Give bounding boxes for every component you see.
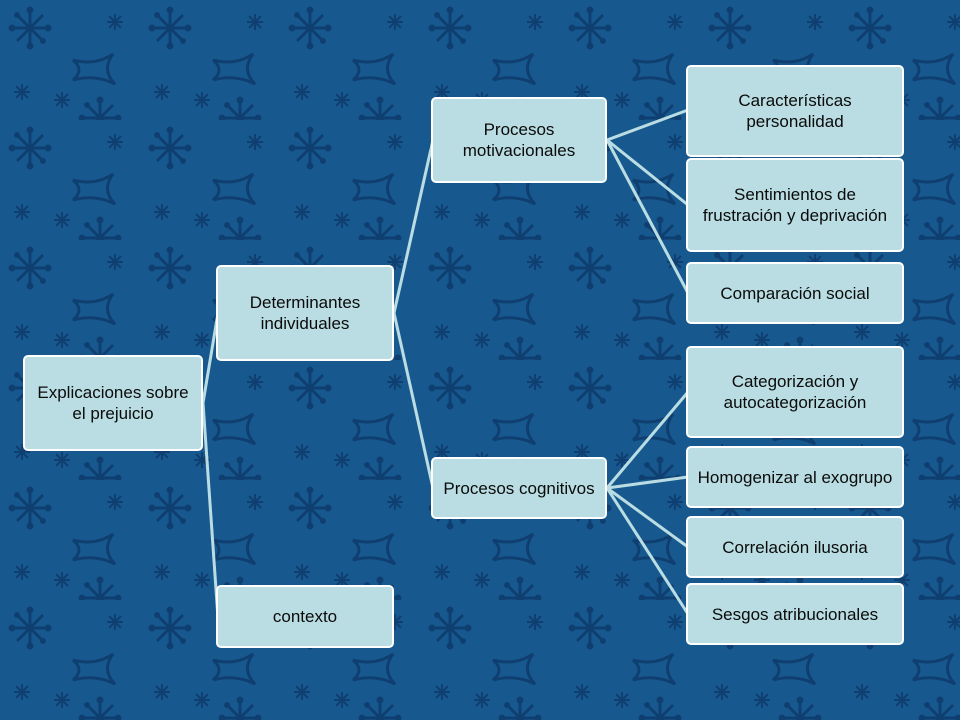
- node-frustration-label: Sentimientos de frustración y deprivació…: [702, 185, 888, 225]
- connector-motivational-leaf1: [605, 108, 690, 142]
- node-motivational-processes: Procesos motivacionales: [431, 97, 607, 183]
- node-personality-label: Características personalidad: [738, 91, 852, 131]
- node-social-comparison: Comparación social: [686, 262, 904, 324]
- connector-cognitive-leaf2: [605, 475, 690, 490]
- node-individual-determinants: Determinantes individuales: [216, 265, 394, 361]
- node-cognitive-label: Procesos cognitivos: [443, 478, 595, 498]
- node-root-label: Explicaciones sobre el prejuicio: [37, 383, 189, 423]
- node-homogenize-label: Homogenizar al exogrupo: [697, 467, 893, 487]
- node-root: Explicaciones sobre el prejuicio: [23, 355, 203, 451]
- node-social-comparison-label: Comparación social: [720, 283, 870, 303]
- node-illusory-correlation: Correlación ilusoria: [686, 516, 904, 578]
- node-personality-traits: Características personalidad: [686, 65, 904, 157]
- node-frustration-feelings: Sentimientos de frustración y deprivació…: [686, 158, 904, 252]
- node-cognitive-processes: Procesos cognitivos: [431, 457, 607, 519]
- node-motivational-label: Procesos motivacionales: [462, 120, 576, 160]
- node-attributional-label: Sesgos atribucionales: [711, 604, 879, 624]
- node-categorization-label: Categorización y autocategorización: [723, 372, 867, 412]
- node-outgroup-homogenization: Homogenizar al exogrupo: [686, 446, 904, 508]
- connector-motivational-leaf2: [605, 138, 690, 207]
- connector-cognitive-leaf4: [605, 486, 690, 616]
- connector-cognitive-leaf1: [605, 390, 690, 490]
- connector-motivational-leaf3: [605, 138, 690, 295]
- node-attributional-biases: Sesgos atribucionales: [686, 583, 904, 645]
- node-illusory-label: Correlación ilusoria: [722, 537, 868, 557]
- connector-cognitive-leaf3: [605, 486, 690, 549]
- connector-individual-cognitive: [392, 311, 435, 490]
- connector-root-context: [201, 401, 220, 620]
- node-individual-label: Determinantes individuales: [249, 293, 361, 333]
- node-context: contexto: [216, 585, 394, 648]
- connector-individual-motivational: [392, 138, 435, 315]
- connector-root-individual: [201, 311, 220, 405]
- node-context-label: contexto: [272, 607, 338, 626]
- node-categorization: Categorización y autocategorización: [686, 346, 904, 438]
